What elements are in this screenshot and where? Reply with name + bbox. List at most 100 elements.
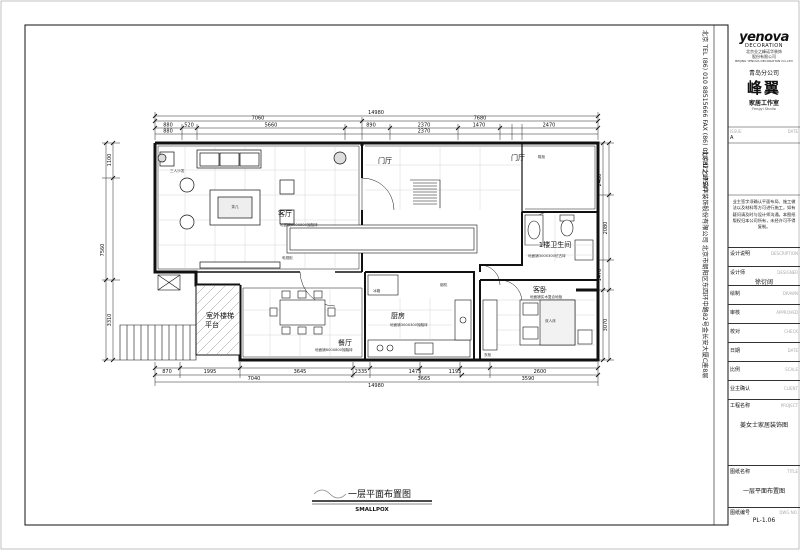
rev-a: A xyxy=(730,135,734,141)
dim-right-2: 1470 xyxy=(597,269,603,282)
label-terrace-1: 室外楼梯 xyxy=(206,311,234,320)
dim-right-3: 3070 xyxy=(603,319,609,332)
dim-bot-r1-2: 3645 xyxy=(294,369,307,375)
dim-top-r2-0: 880 xyxy=(163,123,173,129)
tb-lbl: 绘制 xyxy=(730,291,741,297)
tb-en: TITLE xyxy=(787,469,798,474)
drawing-subtitle-text: SMALLPOX xyxy=(355,507,389,513)
tb-en: CHECK xyxy=(784,329,798,334)
label-terrace-2: 平台 xyxy=(205,320,219,329)
issue-date: DATE xyxy=(787,129,798,134)
wardrobe xyxy=(482,299,498,351)
tb-lbl: 业主确认 xyxy=(730,386,751,392)
tb-en: APPROVED xyxy=(776,310,798,315)
dim-top-r3-1: 2370 xyxy=(418,129,431,135)
dim-bot-r1-5: 1195 xyxy=(449,369,462,375)
stove-burner-1 xyxy=(376,344,384,352)
tb-row-title: 图纸名称 TITLE 一层平面布置图 xyxy=(728,465,800,504)
note-kitchen-floor: 地面铺300X300抛釉砖 xyxy=(390,322,428,327)
tb-row-scale: 比例 SCALE xyxy=(728,361,800,381)
drawing-title-text: 一层平面布置图 xyxy=(348,488,411,500)
dim-bot-r2-0: 7040 xyxy=(248,376,261,382)
left-dimension-labels: 1100 7560 3310 xyxy=(100,154,113,327)
plant-top-right xyxy=(333,151,347,165)
tb-val: 姜女士家居装饰图 xyxy=(739,422,788,429)
tb-lbl: 比例 xyxy=(730,367,741,373)
kitchen-sink-drain xyxy=(459,316,467,324)
tb-en: DESIGNER xyxy=(777,270,798,275)
drawing-title: 一层平面布置图 SMALLPOX xyxy=(312,488,432,513)
tb-lbl: 工程名称 xyxy=(730,403,751,409)
note-shoe: 鞋柜 xyxy=(538,154,546,159)
dim-left-2: 3310 xyxy=(107,314,113,327)
label-living: 客厅 xyxy=(278,209,292,218)
dim-left-1: 7560 xyxy=(100,244,106,257)
label-foyer-2: 门厅 xyxy=(511,153,525,162)
bathroom-fixtures xyxy=(524,214,594,261)
dim-bot-r2-1: 3665 xyxy=(418,376,431,382)
toilet xyxy=(560,219,574,237)
dim-bot-r1-3: 2335 xyxy=(355,369,368,375)
label-guest: 客卧 xyxy=(533,285,547,294)
dim-top-r2-4: 2370 xyxy=(418,123,431,129)
tb-row-date: 日期 DATE xyxy=(728,342,800,362)
kitchen-sink xyxy=(414,342,434,355)
note-wardrobe: 衣柜 xyxy=(484,352,492,357)
note-guest-floor: 地面铺实木复合地板 xyxy=(530,294,563,299)
dim-top-total: 14980 xyxy=(368,110,384,116)
note-tea: 茶几 xyxy=(231,204,239,209)
dim-top-r2-1: 520 xyxy=(184,123,194,129)
dim-bot-r2-2: 3590 xyxy=(522,376,535,382)
floor-notes: 地面铺800X800抛釉砖 地面铺800X800抛釉砖 地面铺300X300抛釉… xyxy=(170,154,566,357)
tv-cabinet xyxy=(199,261,281,269)
note-tv: 电视柜 xyxy=(282,255,293,260)
tb-lbl: 校对 xyxy=(730,329,741,335)
terrace-area xyxy=(195,284,241,356)
kitchen-floor-grid xyxy=(368,298,452,340)
tb-lbl: 图纸名称 xyxy=(730,469,751,475)
issue-label: ISSUE xyxy=(730,129,742,134)
dim-bot-r1-1: 1995 xyxy=(204,369,217,375)
dim-right-1: 2080 xyxy=(603,222,609,235)
dim-top-r1-1: 7680 xyxy=(474,116,487,122)
dim-top-r2-3: 890 xyxy=(366,123,376,129)
dim-top-r1-0: 7060 xyxy=(252,116,265,122)
label-foyer: 门厅 xyxy=(378,156,392,165)
washbasin xyxy=(527,220,541,240)
note-bed: 双人床 xyxy=(545,318,556,323)
entrance-steps xyxy=(157,274,181,291)
studio-sub: 家居工作室 xyxy=(748,100,779,107)
kitchen-fixtures xyxy=(367,274,472,358)
bottom-dimensions xyxy=(152,362,601,386)
dim-top-r3-0: 880 xyxy=(163,129,173,135)
tb-row-check: 校对 CHECK xyxy=(728,323,800,343)
tb-val: 徐衍阔 xyxy=(754,279,773,286)
title-block: yenova DECORATION 北京业之峰诺华装饰 股份有限公司 BEIJI… xyxy=(728,25,800,525)
company-en: BEIJING YENOVA DECORATION CO.,LTD xyxy=(735,59,793,63)
tb-lbl: 图纸编号 xyxy=(730,510,751,516)
armchair-right-1 xyxy=(279,179,295,195)
dim-top-r2-5: 1470 xyxy=(473,123,486,129)
armchair-right-2 xyxy=(279,209,295,225)
armchair-left-2 xyxy=(179,214,195,230)
tb-en: DRAWN xyxy=(782,291,798,296)
tb-row-designer: 设计师 DESIGNER 徐衍阔 xyxy=(728,266,800,286)
company-logo: yenova DECORATION 北京业之峰诺华装饰 股份有限公司 BEIJI… xyxy=(728,30,800,111)
studio-en: Fengyi Studio xyxy=(752,107,776,111)
right-dimensions xyxy=(598,140,614,363)
titleblock-notes: 业主签字须确认平面布局、施工做法以及材料等方可进行施工，如有疑问请及时与设计师沟… xyxy=(732,199,796,230)
plant-top-left xyxy=(157,153,167,163)
tb-val: 一层平面布置图 xyxy=(742,488,785,495)
vertical-contact-text: 北京 TEL (86) 010 88515666 FAX (86) 010 87… xyxy=(701,30,708,193)
left-dimensions xyxy=(102,140,120,363)
label-dining: 餐厅 xyxy=(338,338,352,347)
dim-top-r2-6: 2470 xyxy=(543,123,556,129)
top-dimension-labels: 14980 7060 7680 880 520 5660 890 2370 14… xyxy=(163,110,555,135)
tb-lbl: 设计师 xyxy=(730,270,746,276)
note-sofa: 三人沙发 xyxy=(170,168,185,173)
living-furniture xyxy=(157,149,347,269)
brand-name: yenova xyxy=(739,30,789,45)
room-labels: 客厅 门厅 门厅 1楼卫生间 厨房 餐厅 客卧 室外楼梯 平台 xyxy=(205,153,571,347)
title-symbol xyxy=(313,489,347,499)
